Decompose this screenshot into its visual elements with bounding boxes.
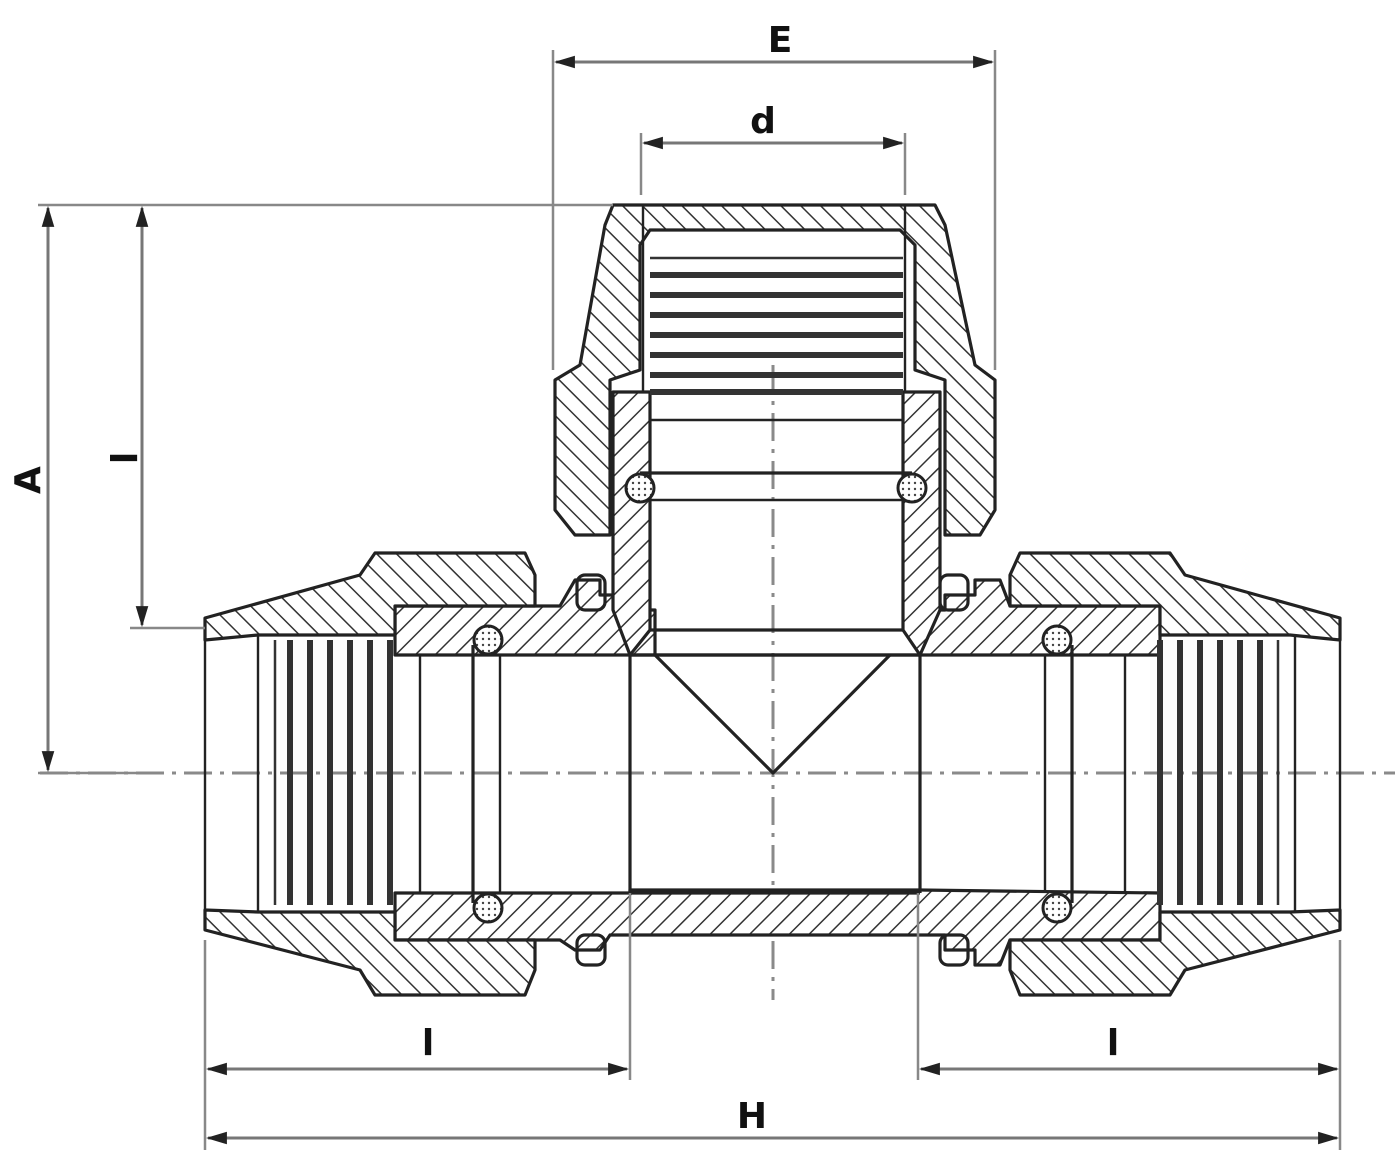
run-body (393, 573, 1162, 967)
branch-thread (650, 256, 903, 395)
left-compression-nut (203, 551, 537, 997)
branch-body (611, 390, 942, 657)
dimension-l-right: l (916, 893, 1342, 1150)
label-H: H (737, 1096, 767, 1137)
dimension-l-left: l (203, 893, 632, 1150)
right-compression-nut (1008, 551, 1342, 997)
label-d: d (750, 101, 776, 142)
left-thread (273, 640, 393, 905)
dimension-E: E (551, 20, 997, 370)
label-A: A (8, 466, 49, 494)
dimension-d: d (639, 101, 907, 195)
branch-compression-nut (553, 203, 997, 537)
right-thread (1157, 640, 1280, 905)
label-E: E (768, 20, 793, 61)
dimension-l-branch: l (105, 205, 205, 630)
label-l-branch: l (105, 452, 146, 464)
dimension-A: A (8, 203, 613, 775)
label-l-left: l (422, 1023, 434, 1064)
dimension-H: H (205, 1096, 1340, 1145)
label-l-right: l (1107, 1023, 1119, 1064)
